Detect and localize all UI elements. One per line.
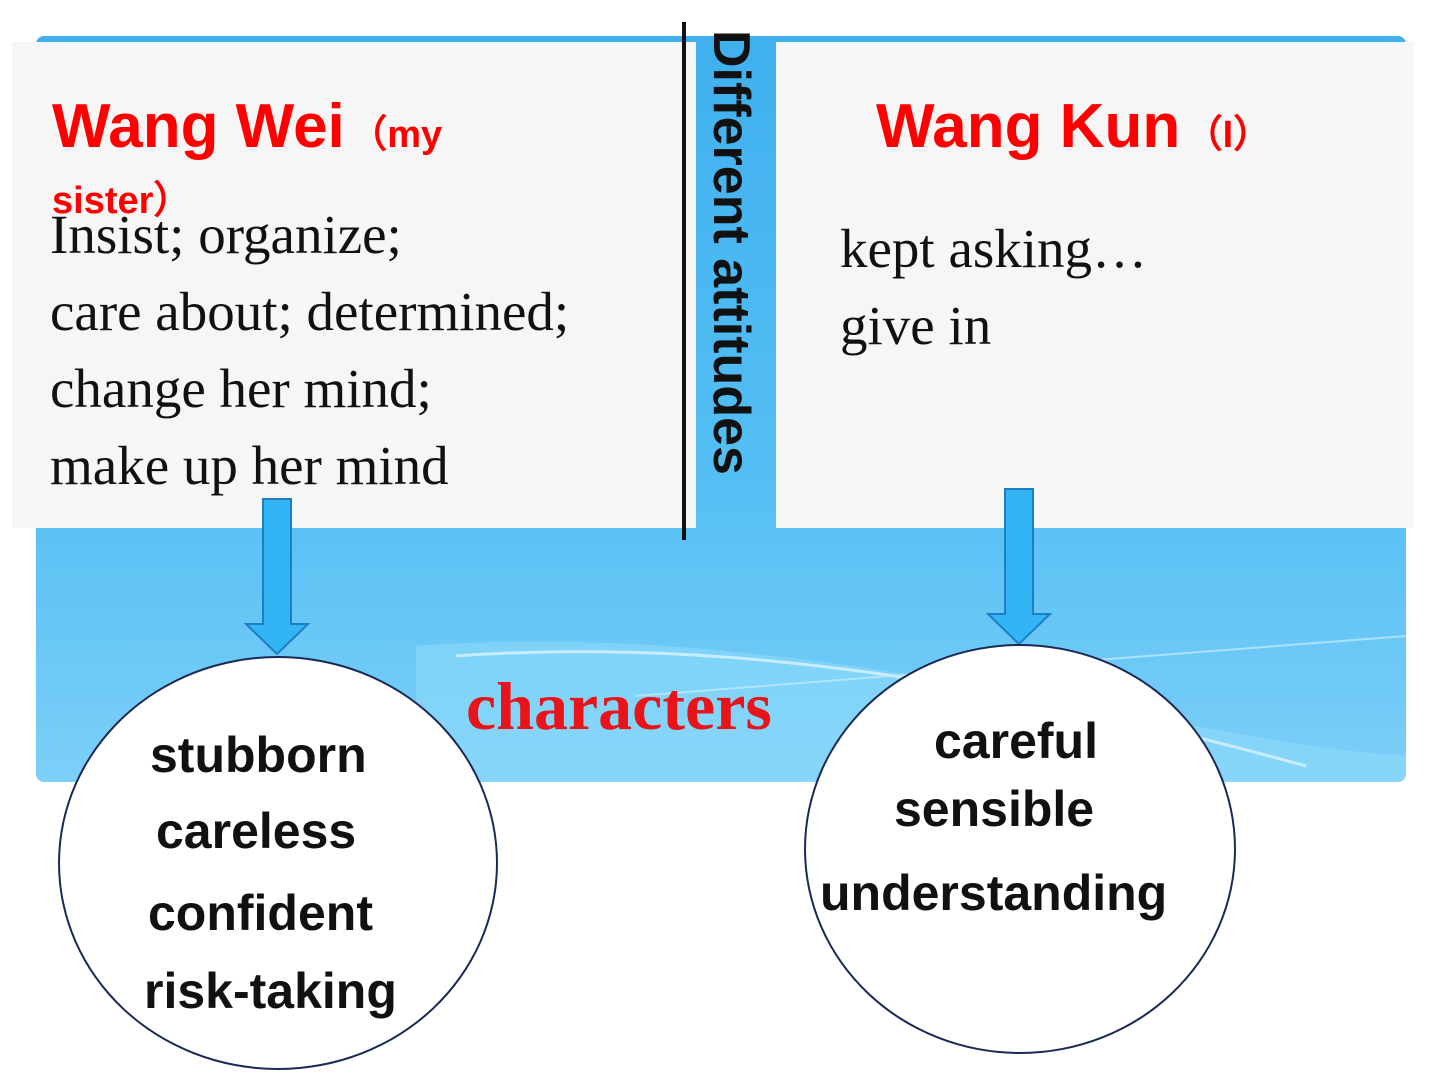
wang-wei-trait-line: care about; determined; <box>50 281 570 342</box>
character-word: sensible <box>894 781 1095 837</box>
arrow-down-icon <box>986 488 1052 646</box>
center-divider-line <box>682 22 686 540</box>
wang-wei-trait-line: change her mind; <box>50 358 432 419</box>
wang-wei-panel <box>12 42 696 528</box>
wang-kun-note: （I） <box>1184 114 1272 156</box>
arrow-down-icon <box>244 498 310 656</box>
character-word: risk-taking <box>144 963 397 1019</box>
wang-wei-characters-circle <box>58 656 498 1070</box>
wang-kun-name: Wang Kun <box>876 92 1181 161</box>
wang-wei-traits: Insist; organize; care about; determined… <box>50 196 569 504</box>
character-word: careless <box>156 803 357 859</box>
character-word: careful <box>934 713 1098 769</box>
wang-kun-title: Wang Kun （I） <box>876 96 1271 158</box>
wang-wei-note-close: sister） <box>52 180 192 222</box>
wang-kun-panel <box>776 42 1414 528</box>
wang-kun-trait-line: kept asking… <box>840 218 1148 279</box>
wang-wei-note-open: （my <box>349 114 443 156</box>
characters-label: characters <box>466 668 772 744</box>
wang-kun-trait-line: give in <box>840 295 992 356</box>
wang-wei-trait-line: Insist; organize; <box>50 204 402 265</box>
character-word: stubborn <box>150 727 367 783</box>
wang-wei-title: Wang Wei （my <box>52 96 442 158</box>
different-attitudes-label: Different attitudes <box>702 30 760 475</box>
wang-kun-characters-circle <box>804 644 1236 1054</box>
wang-wei-trait-line: make up her mind <box>50 435 449 496</box>
character-word: understanding <box>820 865 1168 921</box>
wang-wei-name: Wang Wei <box>52 92 345 161</box>
character-word: confident <box>148 885 373 941</box>
wang-kun-traits: kept asking… give in <box>840 210 1147 364</box>
